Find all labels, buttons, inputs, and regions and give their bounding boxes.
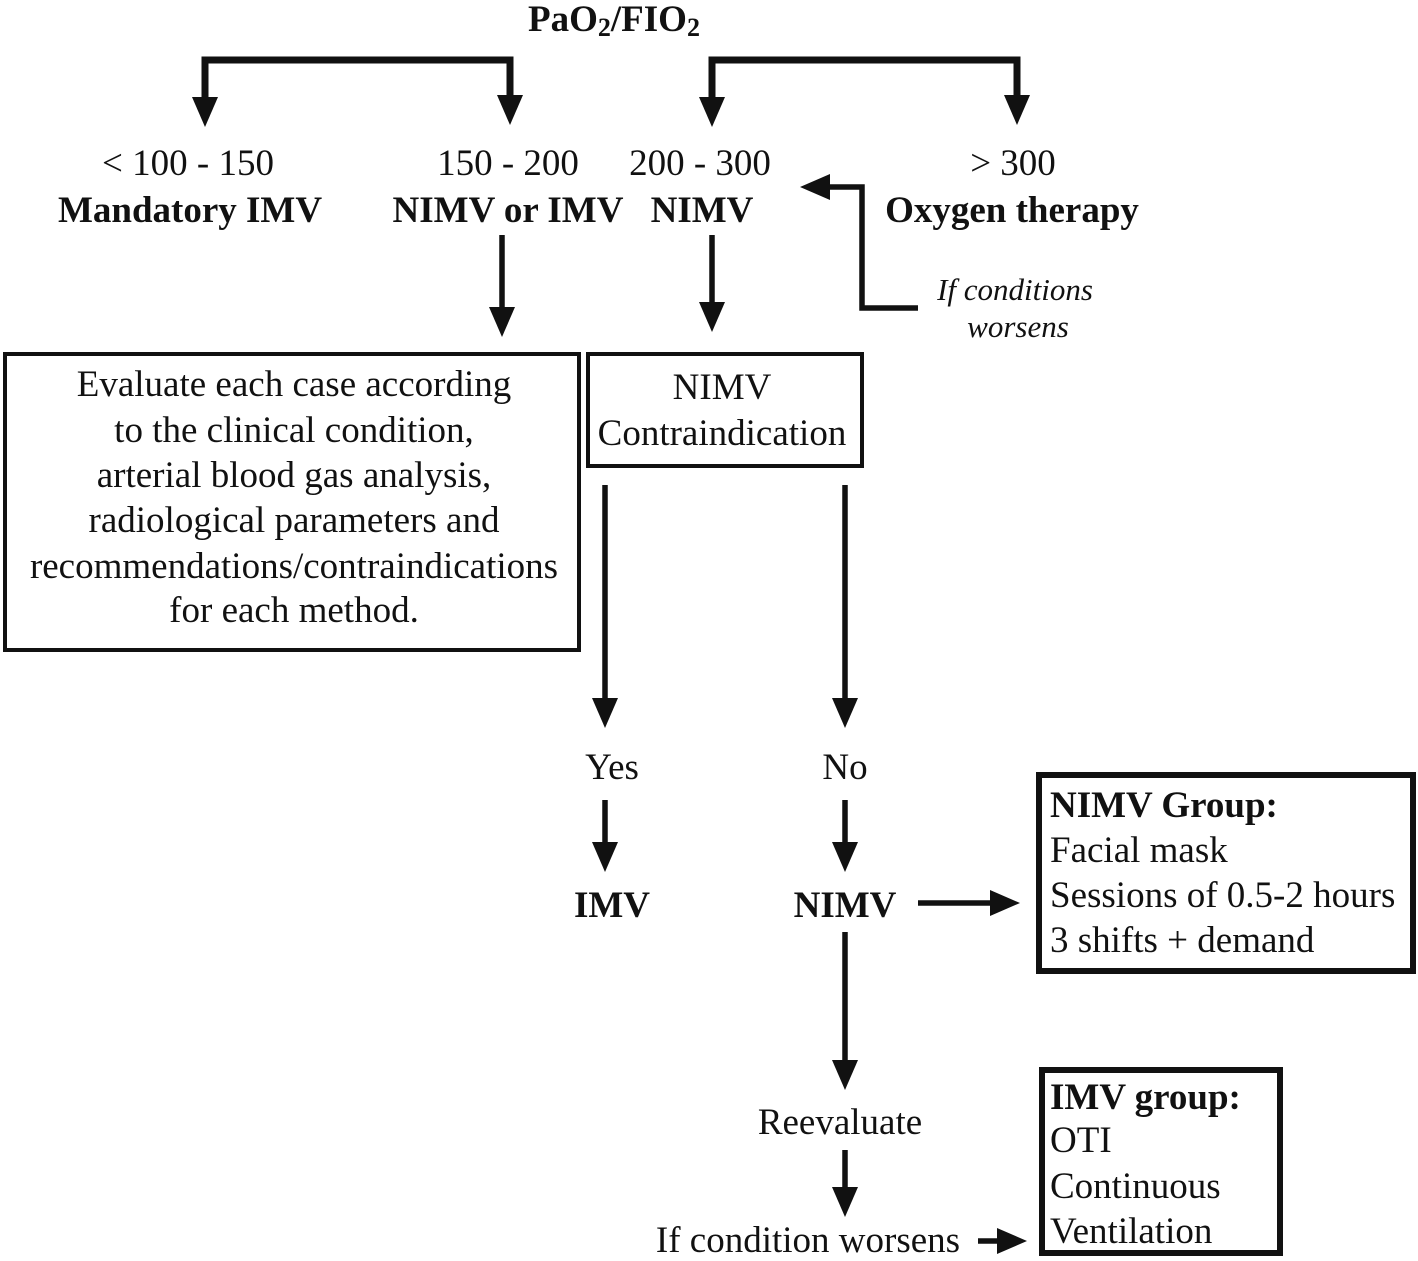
action-label-1: Mandatory IMV xyxy=(58,190,322,231)
title-subscript-1: 2 xyxy=(598,13,611,42)
contraindication-box xyxy=(586,352,864,468)
action-label-3: NIMV xyxy=(651,190,754,231)
range-label-2: 150 - 200 xyxy=(437,143,579,184)
yes-label: Yes xyxy=(585,747,639,788)
evaluate-box-line-3: arterial blood gas analysis, xyxy=(97,455,492,496)
no-label: No xyxy=(822,747,867,788)
imv-group-item-1: OTI xyxy=(1050,1120,1112,1161)
diagram-title: PaO2/FIO2 xyxy=(528,0,700,42)
evaluate-box-line-1: Evaluate each case according xyxy=(77,364,511,405)
bracket-arrow-range-1 xyxy=(192,56,510,127)
bracket-arrow-range-2 xyxy=(205,56,523,125)
reevaluate-label: Reevaluate xyxy=(758,1102,922,1143)
nimv-group-box xyxy=(1036,772,1416,974)
contraindication-box-line-2: Contraindication xyxy=(598,413,847,454)
evaluate-box-line-5: recommendations/contraindications xyxy=(30,546,558,587)
imv-group-item-3: Ventilation xyxy=(1050,1211,1212,1252)
feedback-arrow xyxy=(800,174,918,311)
title-text-pre: PaO xyxy=(528,0,598,40)
evaluate-box xyxy=(3,352,581,652)
nimv-group-item-1: Facial mask xyxy=(1050,830,1228,871)
nimv-group-item-2: Sessions of 0.5-2 hours xyxy=(1050,875,1395,916)
action-label-4: Oxygen therapy xyxy=(885,190,1139,231)
title-subscript-2: 2 xyxy=(687,13,700,42)
range-label-1: < 100 - 150 xyxy=(102,143,274,184)
feedback-note-line-1: If conditions xyxy=(936,272,1093,307)
nimv-result-label: NIMV xyxy=(794,885,897,926)
evaluate-box-line-2: to the clinical condition, xyxy=(114,410,474,451)
action-label-2: NIMV or IMV xyxy=(393,190,624,231)
worsens-label: If condition worsens xyxy=(656,1220,960,1261)
nimv-group-item-3: 3 shifts + demand xyxy=(1050,920,1315,961)
feedback-note-line-2: worsens xyxy=(967,309,1069,344)
nimv-group-heading: NIMV Group: xyxy=(1050,785,1278,826)
imv-group-heading: IMV group: xyxy=(1050,1077,1241,1118)
title-text-mid: /FIO xyxy=(610,0,687,40)
evaluate-box-line-4: radiological parameters and xyxy=(89,500,500,541)
evaluate-box-line-6: for each method. xyxy=(169,590,419,631)
bracket-arrow-range-3 xyxy=(699,56,1017,127)
range-label-3: 200 - 300 xyxy=(629,143,771,184)
contraindication-box-line-1: NIMV xyxy=(673,367,772,408)
imv-group-item-2: Continuous xyxy=(1050,1166,1221,1207)
range-label-4: > 300 xyxy=(970,143,1056,184)
bracket-arrow-range-4 xyxy=(712,56,1030,125)
imv-result-label: IMV xyxy=(574,885,650,926)
imv-group-box xyxy=(1039,1067,1283,1256)
